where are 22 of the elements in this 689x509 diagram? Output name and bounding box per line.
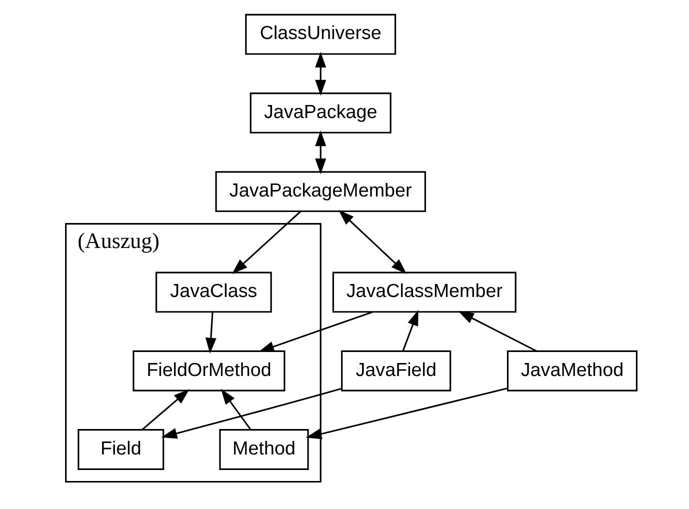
arrow [204, 312, 216, 354]
node-box: JavaMethod [506, 350, 637, 392]
arrow [258, 311, 372, 352]
node-box: JavaClass [155, 272, 272, 313]
arrow [141, 389, 189, 430]
node-box: JavaPackageMember [214, 171, 426, 212]
arrow [220, 388, 251, 430]
arrow [458, 311, 537, 352]
node-box: JavaField [340, 350, 451, 392]
arrow [314, 52, 326, 96]
node-box: FieldOrMethod [132, 350, 285, 392]
arrow [314, 130, 326, 174]
arrow [231, 210, 301, 274]
node-box: JavaPackage [249, 92, 391, 134]
arrow [160, 388, 341, 439]
arrow [305, 388, 508, 440]
node-box: ClassUniverse [244, 14, 396, 55]
node-box: JavaClassMember [332, 272, 516, 313]
node-box: Method [218, 429, 308, 470]
arrow [338, 210, 406, 274]
node-box: Field [77, 429, 164, 470]
arrow [402, 310, 418, 352]
